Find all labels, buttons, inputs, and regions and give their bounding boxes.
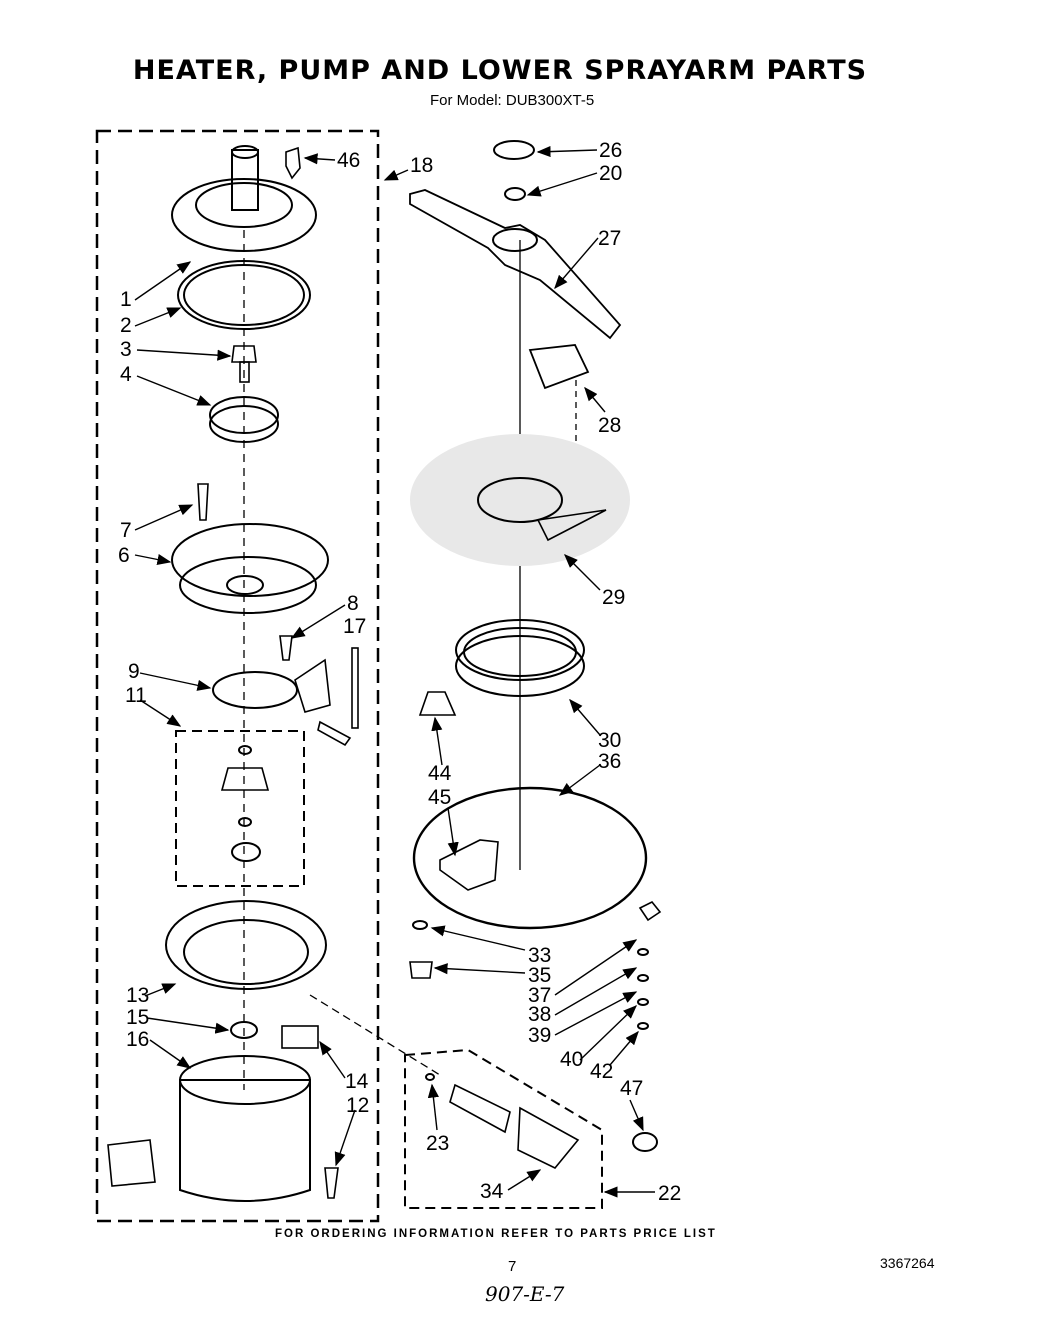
callout-36: 36 [598,750,621,773]
callout-14: 14 [345,1070,369,1093]
part-6-housing [171,523,329,597]
part-30-ring [455,619,585,681]
callout-16: 16 [126,1028,149,1051]
part-12-screw [324,1167,339,1199]
callout-15: 15 [126,1006,149,1029]
part-27-sprayarm [409,189,622,340]
callout-47: 47 [620,1077,643,1100]
callout-20: 20 [599,162,622,185]
part-14-block [281,1025,319,1049]
callout-37: 37 [528,984,551,1007]
part-2-ring [177,260,311,330]
callout-38: 38 [528,1003,551,1026]
part-9-plate [212,671,298,709]
callout-29: 29 [602,586,625,609]
callout-33: 33 [528,944,551,967]
document-number: 3367264 [880,1255,935,1271]
part-20-washer [504,187,526,201]
model-subtitle: For Model: DUB300XT-5 [430,92,595,109]
callout-35: 35 [528,964,551,987]
part-3-nut [231,345,257,363]
part-33-washer [412,920,428,930]
pump-cover [171,178,317,252]
callout-9: 9 [128,660,140,683]
part-47-clamp [632,1132,658,1152]
callout-27: 27 [598,227,621,250]
part-8-screw [279,635,293,661]
heater-kit-box [404,1048,603,1209]
callout-28: 28 [598,414,621,437]
part-15-seal [230,1021,258,1039]
callout-17: 17 [343,615,366,638]
part-17-probe [351,647,359,729]
pump-assembly-box [95,129,380,1223]
part-44-cap [418,691,457,716]
part-45-bracket [439,839,499,891]
callout-8: 8 [347,592,359,615]
part-26-disc [493,140,535,160]
part-23-sensor [449,1083,511,1134]
part-7-screw [197,483,209,521]
part-16-motor [179,1079,311,1202]
callout-18: 18 [410,154,433,177]
callout-22: 22 [658,1182,681,1205]
part-13-pump-body [165,900,327,990]
callout-46: 46 [337,149,360,172]
part-35-clip [409,961,433,979]
callout-39: 39 [528,1024,551,1047]
callout-45: 45 [428,786,451,809]
part-29-disc [410,434,630,566]
callout-13: 13 [126,984,149,1007]
callout-42: 42 [590,1060,613,1083]
callout-26: 26 [599,139,622,162]
callout-3: 3 [120,338,132,361]
callout-4: 4 [120,363,132,386]
ordering-note: FOR ORDERING INFORMATION REFER TO PARTS … [275,1228,717,1240]
callout-11: 11 [125,684,147,707]
callout-30: 30 [598,729,621,752]
callout-7: 7 [120,519,132,542]
callout-1: 1 [120,288,132,311]
callout-34: 34 [480,1180,504,1203]
part-4-washer [209,396,279,434]
part-36-heater [412,786,648,930]
callout-12: 12 [346,1094,369,1117]
part-46-clip [285,146,301,180]
part-28-deflector [528,344,590,390]
part-11-impeller [220,767,270,791]
callout-23: 23 [426,1132,449,1155]
impeller-kit-box [175,730,305,887]
page-number: 7 [508,1258,517,1275]
handwritten-note: 907-E-7 [485,1282,565,1306]
page-title: HEATER, PUMP AND LOWER SPRAYARM PARTS [132,55,868,86]
callout-2: 2 [120,314,132,337]
callout-6: 6 [118,544,130,567]
callout-40: 40 [560,1048,583,1071]
callout-44: 44 [428,762,452,785]
part-34-plate [517,1106,580,1169]
